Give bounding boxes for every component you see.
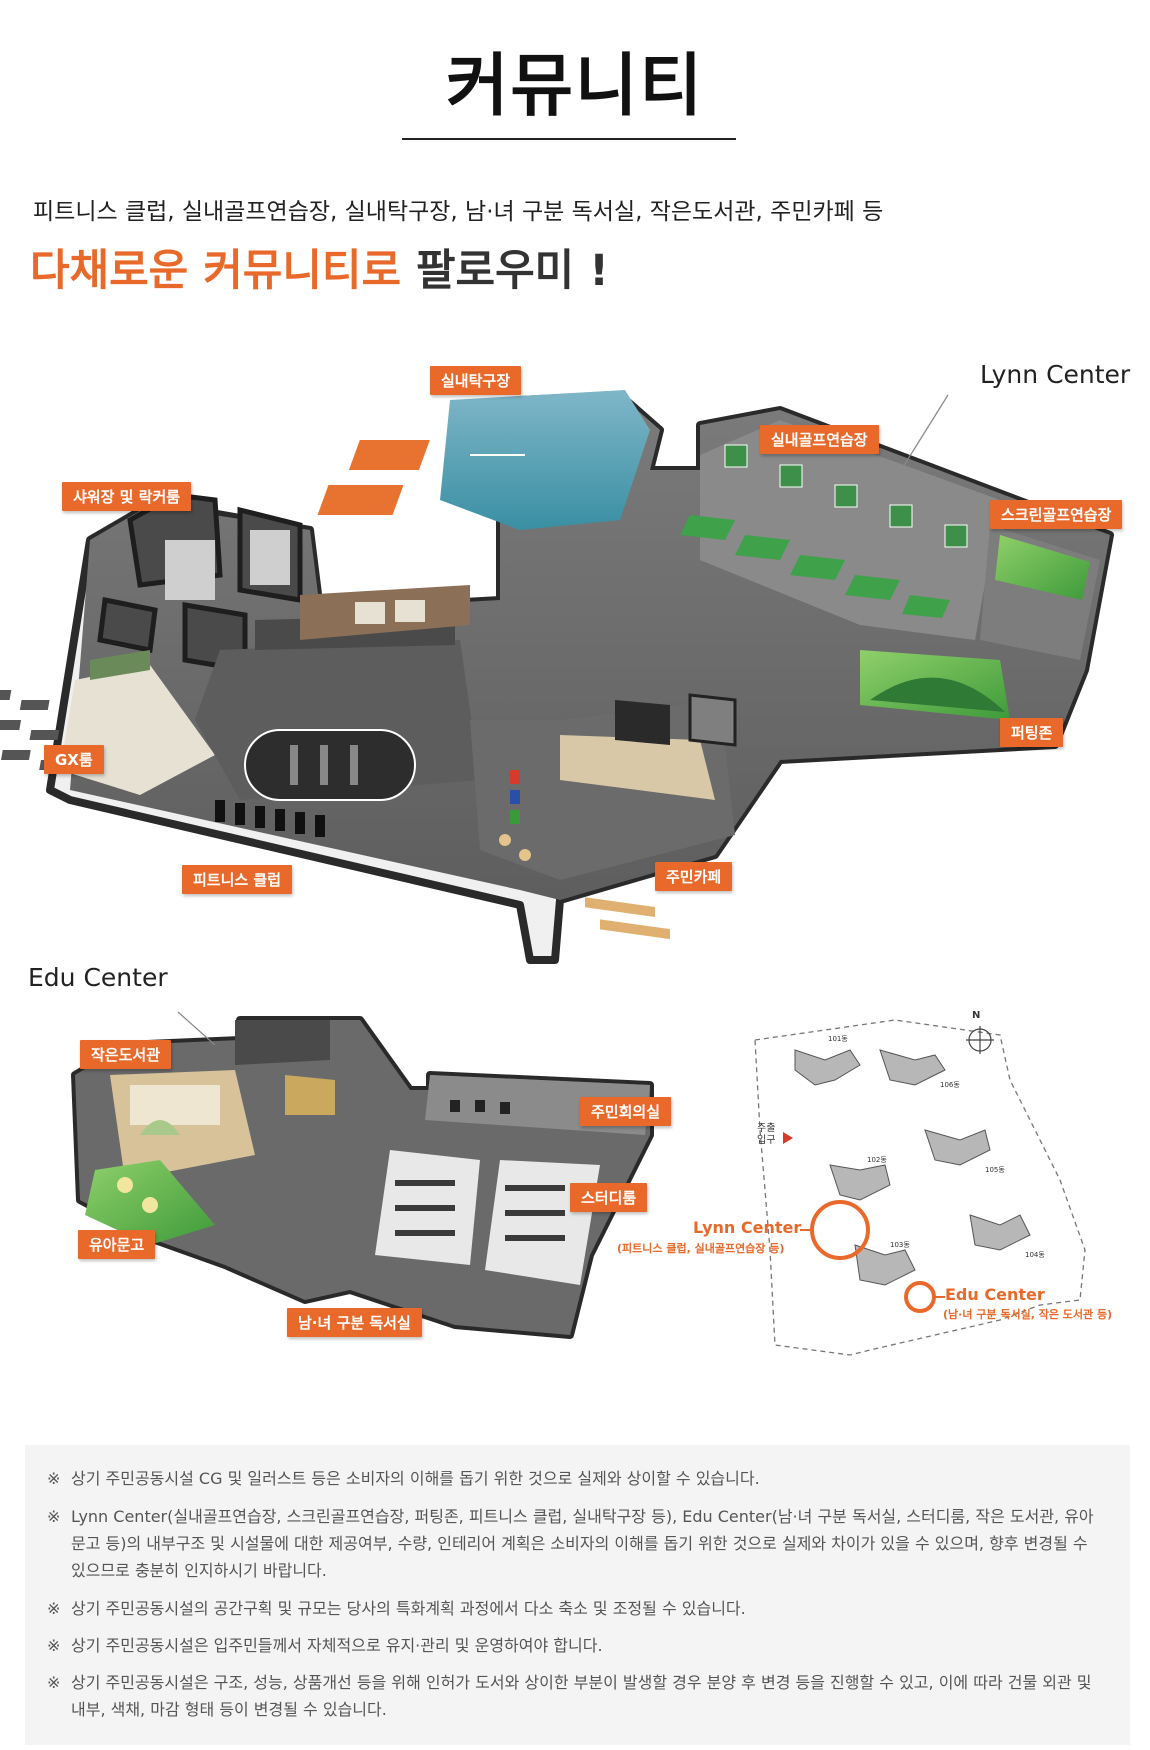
- building-103-label: 103동: [890, 1241, 910, 1249]
- note-mark: ※: [47, 1507, 61, 1526]
- site-plan-map: [754, 1019, 1086, 1356]
- headline-part-3: 팔로우미 !: [401, 246, 609, 296]
- label-indoor-golf: 실내골프연습장: [760, 425, 879, 454]
- lynn-center-drawing: [0, 390, 1114, 964]
- note-item: ※상기 주민공동시설은 입주민들께서 자체적으로 유지·관리 및 운영하여야 합…: [47, 1632, 1107, 1659]
- page-headline: 다채로운 커뮤니티로 팔로우미 !: [30, 236, 609, 298]
- note-item: ※Lynn Center(실내골프연습장, 스크린골프연습장, 퍼팅존, 피트니…: [47, 1503, 1107, 1584]
- building-101-label: 101동: [828, 1035, 848, 1043]
- label-reading-room: 남·녀 구분 독서실: [287, 1308, 422, 1337]
- note-mark: ※: [47, 1636, 61, 1655]
- building-102-label: 102동: [867, 1156, 887, 1164]
- site-edu-center-label: Edu Center: [945, 1285, 1045, 1304]
- north-label: N: [972, 1010, 981, 1021]
- headline-part-1: 다채로운: [30, 246, 204, 296]
- building-106-label: 106동: [940, 1081, 960, 1089]
- headline-part-2: 커뮤니티로: [203, 246, 402, 296]
- notes-box: ※상기 주민공동시설 CG 및 일러스트 등은 소비자의 이해를 돕기 위한 것…: [25, 1445, 1130, 1745]
- note-item: ※상기 주민공동시설의 공간구획 및 규모는 당사의 특화계획 과정에서 다소 …: [47, 1595, 1107, 1622]
- label-screen-golf: 스크린골프연습장: [990, 500, 1123, 529]
- note-mark: ※: [47, 1599, 61, 1618]
- label-kids-library: 유아문고: [78, 1230, 156, 1259]
- label-shower-locker: 샤워장 및 락커룸: [62, 482, 192, 511]
- site-lynn-center-label: Lynn Center: [693, 1218, 802, 1237]
- label-gx-room: GX룸: [44, 745, 104, 774]
- label-putting-zone: 퍼팅존: [1000, 718, 1064, 747]
- label-small-library: 작은도서관: [80, 1040, 172, 1069]
- label-meeting-room: 주민회의실: [580, 1097, 672, 1126]
- note-mark: ※: [47, 1469, 61, 1488]
- page-subtitle: 피트니스 클럽, 실내골프연습장, 실내탁구장, 남·녀 구분 독서실, 작은도…: [33, 199, 884, 225]
- lynn-center-title: Lynn Center: [980, 360, 1131, 389]
- site-edu-center-desc: (남·녀 구분 독서실, 작은 도서관 등): [943, 1308, 1113, 1321]
- label-table-tennis: 실내탁구장: [430, 366, 522, 395]
- label-resident-cafe: 주민카페: [655, 862, 733, 891]
- main-entrance-label: 주출 입구: [757, 1123, 776, 1146]
- note-item: ※상기 주민공동시설은 구조, 성능, 상품개선 등을 위해 인허가 도서와 상…: [47, 1669, 1107, 1723]
- site-lynn-center-desc: (피트니스 클럽, 실내골프연습장 등): [617, 1242, 785, 1255]
- floor-plan-illustrations: [0, 390, 1114, 1356]
- title-underline: [402, 138, 736, 140]
- page-title: 커뮤니티: [445, 47, 705, 126]
- building-104-label: 104동: [1025, 1251, 1045, 1259]
- building-105-label: 105동: [985, 1166, 1005, 1174]
- label-fitness-club: 피트니스 클럽: [182, 865, 293, 894]
- note-mark: ※: [47, 1673, 61, 1692]
- note-item: ※상기 주민공동시설 CG 및 일러스트 등은 소비자의 이해를 돕기 위한 것…: [47, 1465, 1107, 1492]
- label-study-room: 스터디룸: [570, 1183, 648, 1212]
- edu-center-title: Edu Center: [28, 963, 168, 992]
